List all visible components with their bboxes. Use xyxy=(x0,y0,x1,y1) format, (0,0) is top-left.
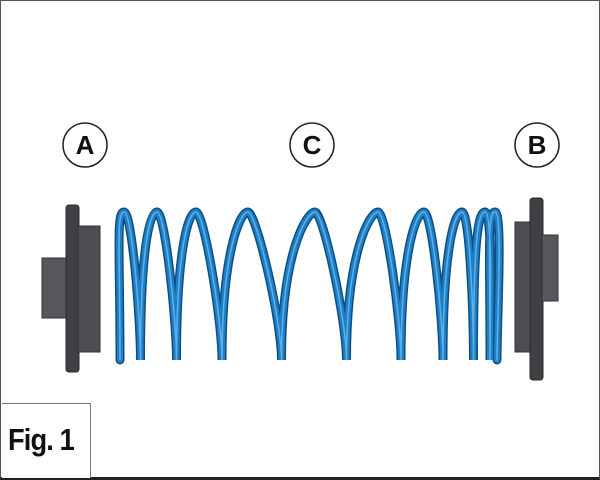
cap-b xyxy=(514,197,559,381)
cap-a xyxy=(41,204,101,373)
label-b-text: B xyxy=(528,130,547,160)
label-c-text: C xyxy=(303,130,322,160)
label-c: C xyxy=(289,122,335,168)
label-a: A xyxy=(62,122,108,168)
figure-caption-box: Fig. 1 xyxy=(2,403,91,478)
spring-coil xyxy=(118,211,500,361)
figure-caption: Fig. 1 xyxy=(8,422,75,457)
label-a-text: A xyxy=(76,130,95,160)
spring-c xyxy=(114,207,504,365)
label-b: B xyxy=(514,122,560,168)
